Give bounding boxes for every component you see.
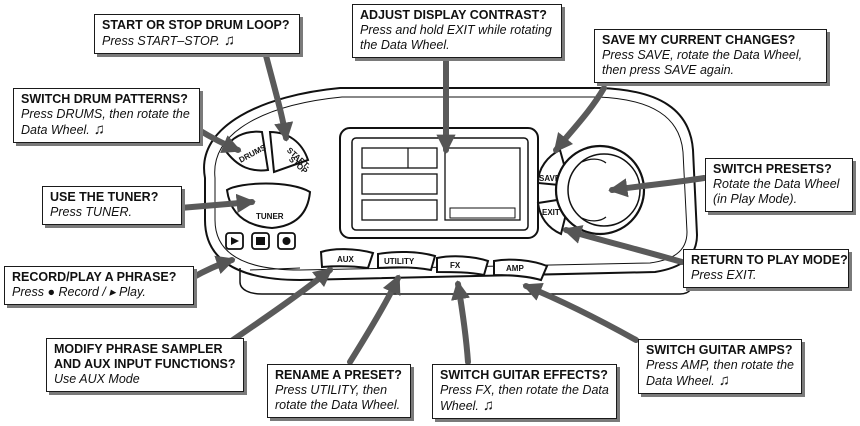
- amp-button-label: AMP: [506, 264, 524, 273]
- data-wheel[interactable]: [554, 144, 646, 236]
- aux-button-label: AUX: [337, 255, 355, 264]
- play-button[interactable]: [225, 232, 244, 250]
- play-triangle-icon: ▸: [109, 285, 116, 299]
- callout-phrase-sampler: MODIFY PHRASE SAMPLER AND AUX INPUT FUNC…: [46, 338, 244, 392]
- arrow-tuner: [177, 193, 256, 213]
- record-button[interactable]: [277, 232, 296, 250]
- music-note-icon: ♫: [482, 397, 495, 414]
- arrow-drum-patterns: [196, 127, 242, 153]
- save-button-label: SAVE: [539, 174, 561, 183]
- callout-tuner: USE THE TUNER? Press TUNER.: [42, 186, 182, 225]
- callout-rename-preset: RENAME A PRESET? Press UTILITY, then rot…: [267, 364, 411, 418]
- record-dot-icon: ●: [47, 285, 55, 299]
- arrow-phrase-sampler: [227, 267, 333, 345]
- music-note-icon: ♫: [223, 32, 236, 49]
- tuner-button-label: TUNER: [256, 212, 284, 221]
- callout-guitar-amps: SWITCH GUITAR AMPS? Press AMP, then rota…: [638, 339, 802, 394]
- callout-arrows: [177, 37, 707, 365]
- callout-display-contrast: ADJUST DISPLAY CONTRAST? Press and hold …: [352, 4, 562, 58]
- callout-record-play: RECORD/PLAY A PHRASE? Press ● Record / ▸…: [4, 266, 194, 305]
- aux-button[interactable]: AUX: [319, 248, 375, 270]
- fx-button[interactable]: FX: [436, 255, 490, 277]
- callout-drum-loop: START OR STOP DRUM LOOP? Press START–STO…: [94, 14, 300, 54]
- utility-button-label: UTILITY: [384, 257, 415, 266]
- callout-drum-patterns: SWITCH DRUM PATTERNS? Press DRUMS, then …: [13, 88, 200, 143]
- arrow-rename: [347, 274, 401, 365]
- record-icon: [282, 237, 291, 245]
- callout-play-mode: RETURN TO PLAY MODE? Press EXIT.: [683, 249, 849, 288]
- callout-save-changes: SAVE MY CURRENT CHANGES? Press SAVE, rot…: [594, 29, 827, 83]
- play-icon: [231, 237, 239, 245]
- stop-icon: [256, 237, 265, 245]
- exit-button-label: EXIT: [542, 208, 560, 217]
- arrow-save: [553, 85, 607, 153]
- callout-switch-presets: SWITCH PRESETS? Rotate the Data Wheel (i…: [705, 158, 853, 212]
- device-inner-rim: [214, 96, 688, 271]
- arrow-play-mode: [562, 225, 685, 265]
- amp-button[interactable]: AMP: [493, 258, 549, 282]
- utility-button[interactable]: UTILITY: [377, 250, 437, 272]
- arrow-guitar-effects: [451, 280, 471, 365]
- arrow-record: [189, 255, 236, 281]
- music-note-icon: ♫: [718, 372, 731, 389]
- fx-button-label: FX: [450, 261, 461, 270]
- stop-button[interactable]: [251, 232, 270, 250]
- arrow-presets: [608, 175, 707, 198]
- callout-guitar-effects: SWITCH GUITAR EFFECTS? Press FX, then ro…: [432, 364, 617, 419]
- arrow-guitar-amps: [522, 282, 639, 343]
- music-note-icon: ♫: [93, 121, 106, 138]
